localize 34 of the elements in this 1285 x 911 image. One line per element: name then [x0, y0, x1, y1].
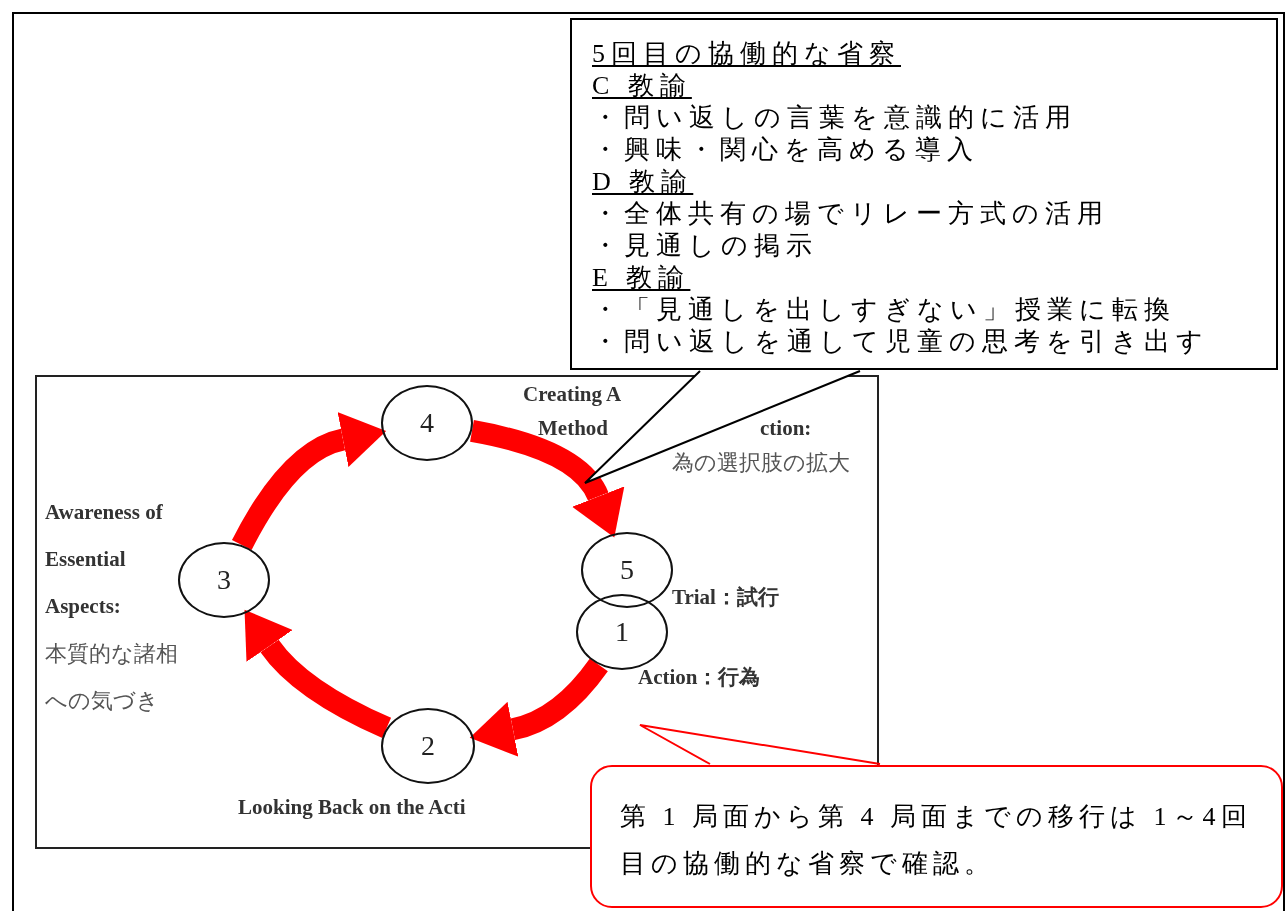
stage-circle: [178, 542, 270, 618]
bullet-text: ・「見通しを出しすぎない」授業に転換: [592, 294, 1177, 326]
stage-label: 本質的な諸相への気づき: [45, 640, 179, 715]
heading-text: 5回目の協働的な省察: [592, 38, 902, 70]
stage-circle: [581, 532, 673, 608]
curved-arrow: [470, 658, 608, 757]
stage-number: 4: [420, 407, 434, 439]
note-text: 第 1 局面から第 4 局面までの移行は 1～4回目の協働的な省察で確認。: [620, 801, 1253, 880]
stage-number: 5: [620, 554, 634, 586]
bullet-text: ・問い返しを通して児童の思考を引き出す: [592, 326, 1210, 358]
stage-label: Action：行為: [638, 664, 762, 691]
bullet-text: ・見通しの掲示: [592, 230, 819, 262]
bullet-text: ・問い返しの言葉を意識的に活用: [592, 102, 1078, 134]
curved-arrow: [469, 420, 624, 537]
stage-label: Creating A: [523, 381, 622, 408]
stage-circle: [381, 385, 473, 461]
heading-text: D 教諭: [592, 166, 695, 198]
heading-text: E 教諭: [592, 262, 692, 294]
stage-label: ction:: [760, 415, 812, 442]
stage-circle: [576, 594, 668, 670]
stage-label: Awareness of Essential Aspects:: [45, 499, 164, 620]
bullet-text: ・興味・関心を高める導入: [592, 134, 980, 166]
curved-arrow: [232, 412, 386, 551]
stage-label: 為の選択肢の拡大: [672, 449, 850, 477]
stage-number: 2: [421, 730, 435, 762]
stage-label: Method: [538, 415, 608, 442]
heading-text: C 教諭: [592, 70, 693, 102]
stage-label: Looking Back on the Acti: [238, 794, 467, 821]
stage-label: Trial：試行: [672, 584, 780, 611]
bullet-text: ・全体共有の場でリレー方式の活用: [592, 198, 1110, 230]
stage-circle: [381, 708, 475, 784]
stage-number: 3: [217, 564, 231, 596]
curved-arrow: [243, 610, 392, 738]
stage-number: 1: [615, 616, 629, 648]
